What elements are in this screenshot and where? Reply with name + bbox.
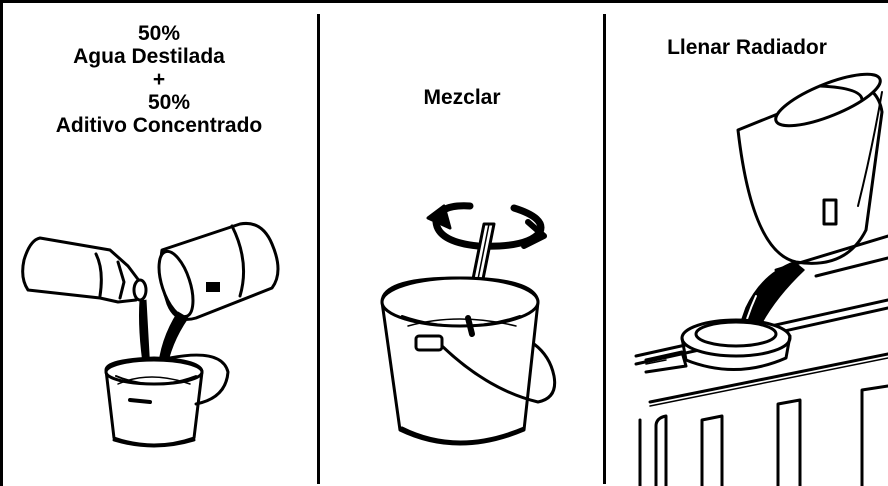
- title-line-fill-radiator: Llenar Radiador: [667, 36, 827, 59]
- pouring-illustration: [21, 221, 280, 448]
- panel-2-title: Mezclar: [318, 86, 606, 109]
- rotation-arrow-icon: [426, 202, 547, 250]
- panel-fill-radiator: Llenar Radiador: [606, 0, 888, 486]
- title-line-distilled-water: Agua Destilada: [73, 45, 225, 68]
- top-border: [0, 0, 888, 3]
- bucket-icon-pouring: [736, 72, 884, 265]
- bucket-icon: [380, 276, 557, 446]
- bucket-icon-pouring: [157, 221, 280, 321]
- panel-3-title: Llenar Radiador: [606, 36, 888, 59]
- title-line-percent-2: 50%: [147, 91, 191, 114]
- left-border: [0, 0, 3, 486]
- stirring-illustration: [380, 202, 557, 446]
- panel-mix: Mezclar: [318, 0, 606, 486]
- panel-mix-ratio: 50% Agua Destilada + 50% Aditivo Concent…: [0, 0, 318, 486]
- panel-divider-1: [317, 14, 320, 484]
- panel-1-title: 50% Agua Destilada + 50% Aditivo Concent…: [0, 22, 318, 137]
- title-line-plus: +: [152, 68, 166, 91]
- filling-illustration: [634, 72, 888, 486]
- bucket-icon: [104, 353, 230, 448]
- radiator-icon: [634, 234, 888, 486]
- title-line-concentrate: Aditivo Concentrado: [55, 114, 263, 137]
- panel-divider-2: [603, 14, 606, 484]
- title-line-mix: Mezclar: [423, 86, 501, 109]
- title-line-percent-1: 50%: [137, 22, 181, 45]
- jug-icon: [21, 236, 148, 304]
